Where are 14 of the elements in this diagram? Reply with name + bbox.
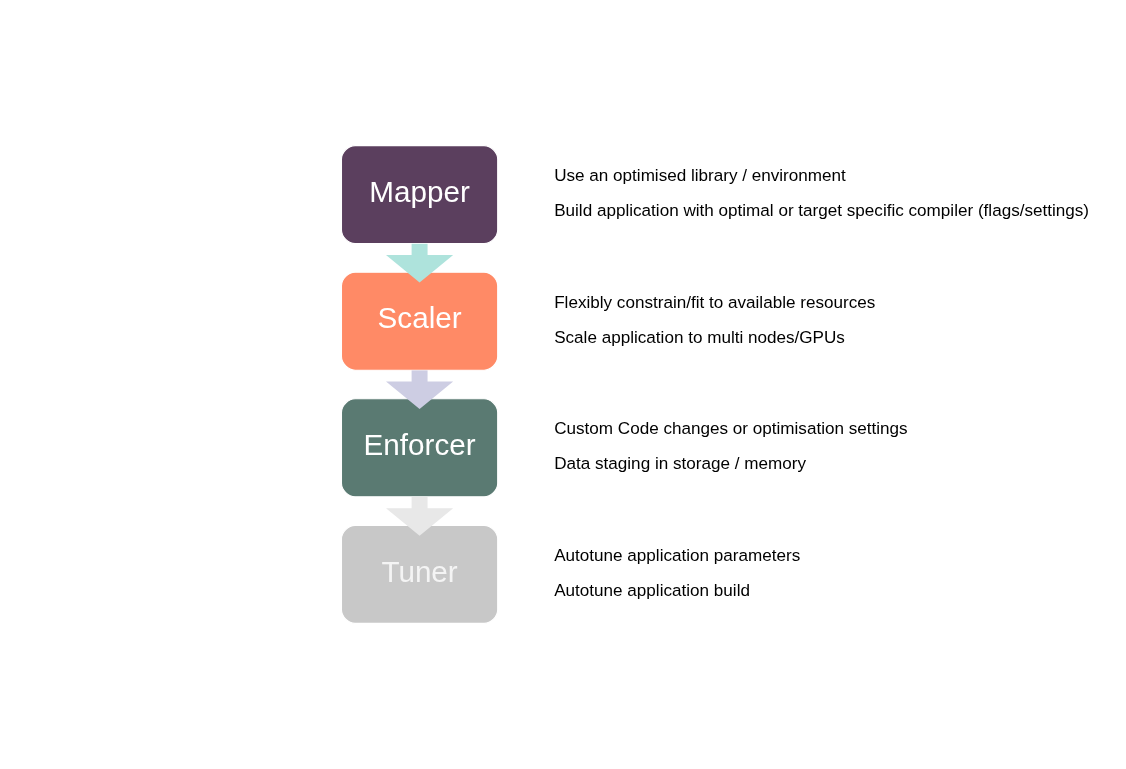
- node-label: Scale application to multi nodes/GPUs: [554, 327, 845, 347]
- node-box: Mapper: [340, 145, 499, 245]
- arrow: [385, 497, 454, 536]
- node-label: Data staging in storage / memory: [554, 454, 806, 474]
- node-label: Custom Code changes or optimisation settings: [554, 419, 908, 439]
- arrow: [386, 243, 454, 283]
- node-box: Enforcer: [340, 398, 499, 498]
- node-label: Build application with optimal or target specific compiler (flags/settings): [554, 201, 1090, 221]
- node-box: Scaler: [340, 271, 499, 371]
- arrow: [385, 370, 454, 410]
- node-label: Autotune application build: [554, 581, 750, 601]
- node-label: Flexibly constrain/fit to available resources: [554, 292, 876, 312]
- node-label: Use an optimised library / environment: [554, 165, 846, 185]
- node-label: Autotune application parameters: [554, 545, 801, 565]
